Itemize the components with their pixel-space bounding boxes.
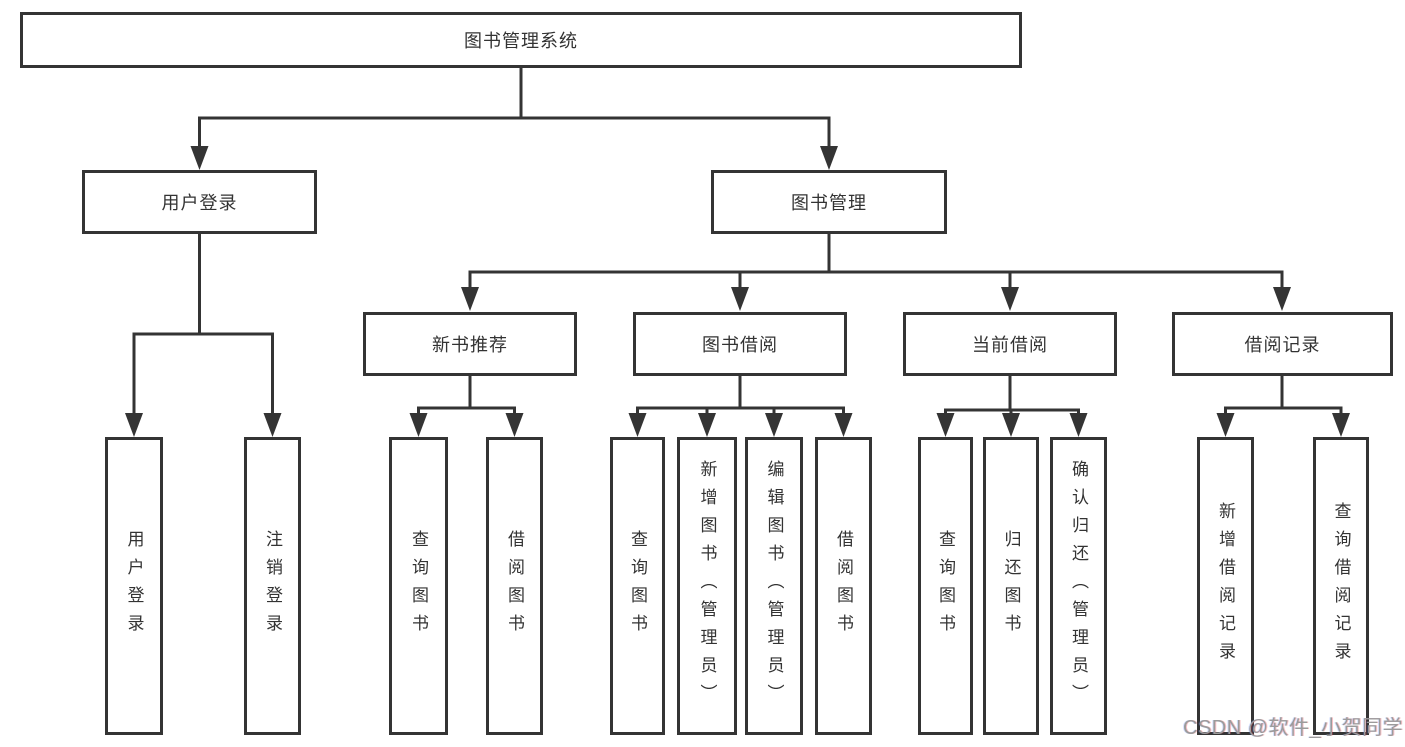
- leaf-user-login: 用户登录: [105, 437, 163, 735]
- node-label: 图书管理: [791, 193, 867, 213]
- node-user-login: 用户登录: [82, 170, 317, 234]
- arrow-down-icon: [1002, 413, 1020, 437]
- leaf-label: 新增图书（管理员）: [697, 460, 717, 712]
- node-book-management: 图书管理: [711, 170, 947, 234]
- connector-borrow-records: [1224, 374, 1343, 416]
- leaf-borrow-books-2: 借阅图书: [815, 437, 872, 735]
- leaf-label: 归还图书: [1001, 530, 1021, 642]
- leaf-label: 查询图书: [936, 530, 955, 642]
- node-new-book-recommend: 新书推荐: [363, 312, 577, 376]
- leaf-logout: 注销登录: [244, 437, 301, 735]
- node-label: 新书推荐: [432, 335, 508, 355]
- connector-current-borrow: [944, 374, 1080, 416]
- connector-root: [198, 66, 831, 148]
- node-label: 用户登录: [161, 193, 238, 213]
- leaf-return-books: 归还图书: [983, 437, 1039, 735]
- arrow-down-icon: [698, 413, 716, 437]
- leaf-query-books-1: 查询图书: [389, 437, 448, 735]
- arrow-down-icon: [820, 146, 838, 170]
- arrow-down-icon: [125, 413, 143, 437]
- arrow-down-icon: [505, 413, 524, 437]
- leaf-label: 注销登录: [263, 530, 282, 642]
- node-label: 当前借阅: [972, 335, 1048, 355]
- node-label: 图书管理系统: [464, 31, 578, 51]
- csdn-watermark: CSDN @软件_小贺同学: [1183, 717, 1404, 739]
- arrow-down-icon: [765, 413, 783, 437]
- arrowheads: [125, 146, 1350, 437]
- leaf-edit-book-admin: 编辑图书（管理员）: [745, 437, 803, 735]
- leaf-borrow-books-1: 借阅图书: [486, 437, 543, 735]
- leaf-query-books-2: 查询图书: [610, 437, 665, 735]
- arrow-down-icon: [461, 287, 479, 311]
- arrow-down-icon: [936, 413, 955, 437]
- leaf-label: 查询图书: [409, 530, 428, 642]
- leaf-label: 借阅图书: [834, 530, 853, 642]
- leaf-label: 用户登录: [124, 530, 144, 642]
- arrow-down-icon: [1001, 287, 1019, 311]
- arrow-down-icon: [834, 413, 853, 437]
- leaf-label: 借阅图书: [505, 530, 524, 642]
- node-current-borrowing: 当前借阅: [903, 312, 1117, 376]
- leaf-add-borrow-record: 新增借阅记录: [1197, 437, 1254, 735]
- connector-new-book: [417, 374, 516, 416]
- leaf-label: 查询图书: [628, 530, 647, 642]
- leaf-label: 确认归还（管理员）: [1069, 460, 1088, 712]
- connector-book-management: [468, 232, 1284, 290]
- arrow-down-icon: [190, 146, 209, 170]
- leaf-query-borrow-record: 查询借阅记录: [1313, 437, 1369, 735]
- node-borrowing-records: 借阅记录: [1172, 312, 1393, 376]
- node-root-system: 图书管理系统: [20, 12, 1022, 68]
- leaf-confirm-return-admin: 确认归还（管理员）: [1050, 437, 1107, 735]
- node-book-borrowing: 图书借阅: [633, 312, 847, 376]
- leaf-label: 编辑图书（管理员）: [764, 460, 784, 712]
- leaf-add-book-admin: 新增图书（管理员）: [677, 437, 737, 735]
- leaf-label: 查询借阅记录: [1331, 502, 1351, 670]
- arrow-down-icon: [1216, 413, 1235, 437]
- arrow-down-icon: [628, 413, 647, 437]
- arrow-down-icon: [1332, 413, 1350, 437]
- node-label: 图书借阅: [702, 335, 778, 355]
- connector-book-borrow: [636, 374, 845, 416]
- arrow-down-icon: [1069, 413, 1088, 437]
- arrow-down-icon: [263, 413, 282, 437]
- leaf-label: 新增借阅记录: [1216, 502, 1235, 670]
- arrow-down-icon: [1273, 287, 1291, 311]
- node-label: 借阅记录: [1244, 335, 1321, 355]
- arrow-down-icon: [731, 287, 749, 311]
- leaf-query-books-3: 查询图书: [918, 437, 973, 735]
- connector-user-login: [132, 232, 274, 415]
- arrow-down-icon: [409, 413, 428, 437]
